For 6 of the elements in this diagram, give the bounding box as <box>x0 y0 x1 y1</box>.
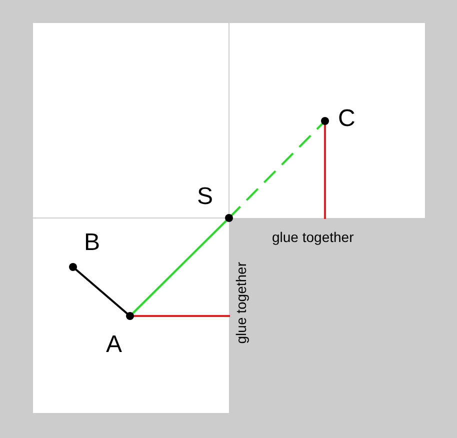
point-label: S <box>197 185 214 209</box>
glue-note: glue together <box>272 219 354 245</box>
point-label: B <box>84 231 100 255</box>
glue-note: glue together <box>230 262 249 344</box>
point-label: C <box>338 107 356 131</box>
point-label: A <box>106 333 122 357</box>
